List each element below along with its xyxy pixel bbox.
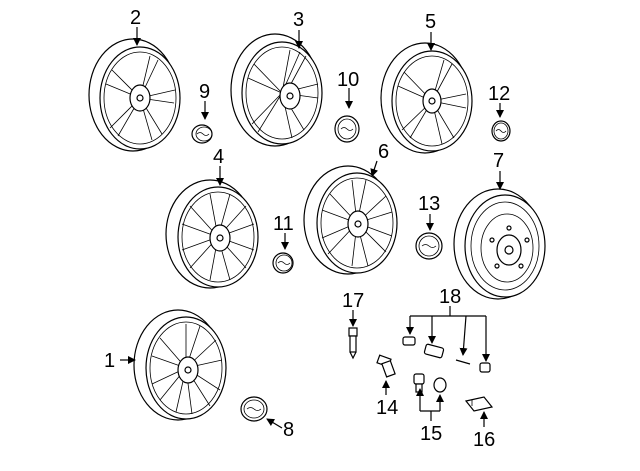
- valve-stem-17: [348, 327, 358, 360]
- callout-9: 9: [199, 81, 210, 103]
- callout-17: 17: [342, 290, 364, 312]
- center-cap-11: [272, 252, 294, 274]
- callout-1: 1: [104, 350, 115, 372]
- wheel-1: [133, 309, 227, 421]
- callout-18: 18: [439, 286, 461, 308]
- center-cap-9: [191, 124, 213, 144]
- callout-4: 4: [213, 146, 224, 168]
- wheel-2: [88, 38, 181, 152]
- callout-8: 8: [283, 419, 294, 441]
- wheel-7: [453, 188, 546, 300]
- center-cap-13: [415, 232, 443, 260]
- lug-nuts-15: [413, 373, 447, 393]
- callout-14: 14: [376, 397, 398, 419]
- callout-11: 11: [273, 213, 294, 235]
- center-cap-12: [491, 120, 511, 142]
- lug-bolt-14: [376, 354, 396, 378]
- callout-6: 6: [378, 141, 389, 163]
- callout-7: 7: [493, 150, 504, 172]
- callout-13: 13: [418, 193, 440, 215]
- weight-16: [464, 396, 494, 412]
- center-cap-8: [240, 396, 268, 422]
- callout-16: 16: [473, 429, 495, 451]
- wheel-3: [230, 33, 323, 147]
- wheel-6: [303, 165, 398, 275]
- callout-3: 3: [293, 9, 304, 31]
- wheel-5: [380, 42, 473, 154]
- wheel-4: [165, 179, 259, 289]
- callout-2: 2: [130, 7, 141, 29]
- leader-lines: [120, 27, 504, 429]
- callout-15: 15: [420, 423, 442, 445]
- callout-5: 5: [425, 11, 436, 33]
- callout-10: 10: [337, 69, 359, 91]
- tpms-parts-18: [402, 336, 491, 373]
- callout-labels: 2 3 5 9 10 12 4 6 7 11 13 1 8 17 18 14 1…: [104, 7, 510, 451]
- callout-12: 12: [488, 83, 510, 105]
- center-cap-10: [334, 115, 360, 143]
